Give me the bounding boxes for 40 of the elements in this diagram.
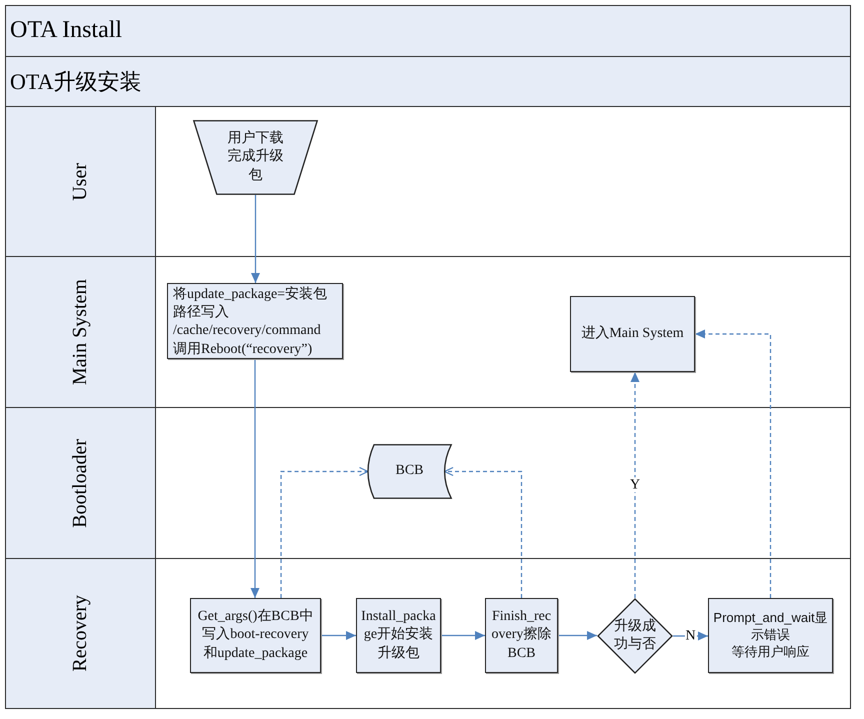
node-text: Get_args()在BCB中写入boot-recovery和update_package: [196, 608, 314, 663]
node-text: BCB: [394, 462, 424, 480]
arrow: [251, 195, 260, 283]
lane-label: Bootloader: [69, 438, 92, 528]
node-text: 将update_package=安装包路径写入 /cache/recovery/command: [173, 286, 328, 340]
node-text: Install_package开始安装升级包: [360, 608, 437, 663]
swimlane: [5, 558, 851, 709]
decision-diamond: [597, 598, 673, 674]
node-text: 进入Main System: [580, 324, 685, 343]
swimlane: [5, 106, 851, 257]
arrow: [321, 631, 356, 640]
arrow: [441, 631, 485, 640]
arrow: [695, 330, 772, 598]
lane-label: User: [69, 162, 92, 200]
process-box: [356, 598, 441, 673]
node-text: 调用Reboot(“recovery”): [173, 340, 314, 359]
swimlane: [5, 256, 851, 408]
swimlane: [5, 407, 851, 559]
stored-data-shape: [367, 444, 452, 499]
subtitle: OTA升级安装: [10, 68, 142, 94]
process-box: [570, 296, 695, 372]
process-box: [485, 598, 558, 673]
arrow: [250, 359, 260, 598]
lane-label: Main System: [69, 278, 92, 386]
edge-label: Y: [628, 477, 642, 493]
process-box: [190, 598, 321, 673]
process-box: [167, 283, 343, 359]
node-text: Finish_recovery擦除BCB: [490, 608, 552, 663]
node-text: 用户下载完成升级包: [226, 130, 284, 185]
arrow: [558, 631, 597, 640]
process-box: [708, 598, 833, 673]
arrow: [444, 466, 522, 598]
node-text: 升级成功与否: [613, 618, 657, 654]
manual-operation-trapezoid: [193, 120, 318, 195]
node-text: 等待用户响应: [730, 644, 810, 661]
diagram-title: OTA Install: [10, 17, 122, 45]
lane-label: Recovery: [69, 595, 92, 672]
arrow: [280, 466, 369, 598]
arrow: [630, 372, 640, 598]
node-text: Prompt_and_wait显示错误: [713, 610, 828, 644]
